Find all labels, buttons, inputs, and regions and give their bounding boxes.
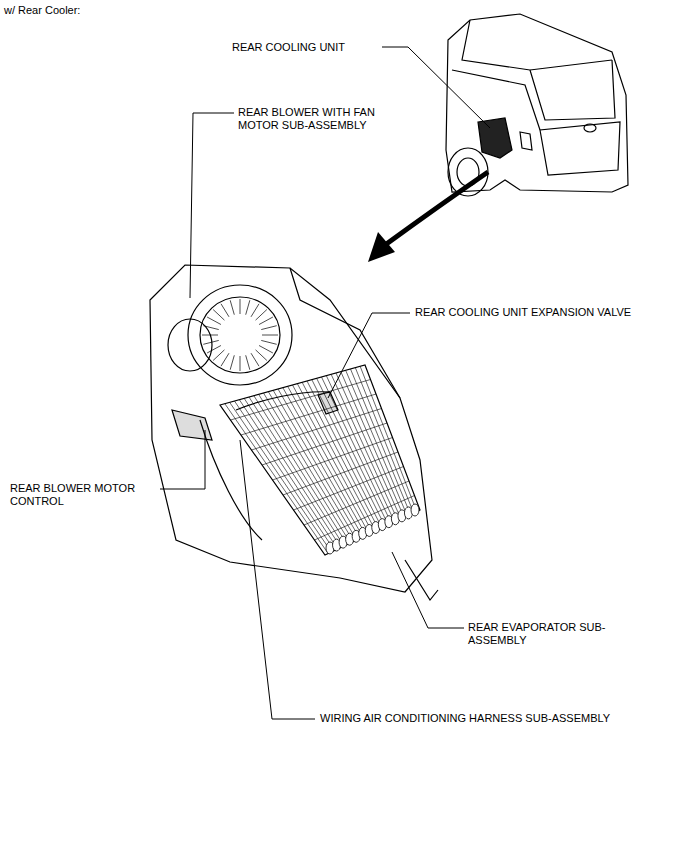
fan-blade xyxy=(256,350,267,361)
vehicle-body xyxy=(446,14,628,192)
blower-motor xyxy=(168,319,212,371)
vehicle-outline xyxy=(446,14,628,196)
fin-line xyxy=(262,423,387,465)
leader-lines xyxy=(160,47,490,719)
tube-end xyxy=(411,504,419,516)
fan-blades xyxy=(202,299,278,371)
rear-window xyxy=(530,60,615,120)
part-label: WIRING AIR CONDITIONING HARNESS SUB-ASSE… xyxy=(320,712,610,725)
part-label: REAR COOLING UNIT EXPANSION VALVE xyxy=(415,306,631,319)
fan-blade xyxy=(261,340,276,344)
cooling-unit xyxy=(150,265,438,600)
location-arrow xyxy=(385,172,488,245)
fan-blade xyxy=(246,355,250,369)
fan-blade xyxy=(203,326,218,330)
fan-blade xyxy=(207,346,221,354)
heading: w/ Rear Cooler: xyxy=(4,4,80,17)
fan-blade xyxy=(261,326,276,330)
leader-line xyxy=(160,430,205,489)
fan-blade xyxy=(230,300,234,314)
fin-line xyxy=(273,438,393,481)
cooling-unit-location xyxy=(478,118,512,158)
tailgate xyxy=(540,122,620,175)
fan-blade xyxy=(213,350,224,361)
blower-fan xyxy=(200,297,280,373)
fin-line xyxy=(315,496,415,541)
fan-blade xyxy=(221,304,229,317)
unit-duct xyxy=(405,560,438,600)
vehicle-roof-line xyxy=(462,20,612,70)
part-label: REAR EVAPORATOR SUB-ASSEMBLY xyxy=(468,621,613,647)
fin-line xyxy=(294,467,404,511)
fan-blade xyxy=(246,300,250,314)
evaporator-tubes xyxy=(326,504,419,554)
fin-line xyxy=(283,452,398,495)
evaporator-fins xyxy=(225,366,417,553)
leader-line xyxy=(328,313,410,398)
fan-blade xyxy=(221,353,229,366)
fan-blade xyxy=(202,335,218,336)
leader-line xyxy=(382,47,490,128)
location-arrowhead xyxy=(368,232,395,262)
fin-line xyxy=(304,481,409,525)
tail-lamp xyxy=(520,132,532,150)
emblem xyxy=(584,124,596,132)
part-label: REAR COOLING UNIT xyxy=(232,41,345,54)
fan-blade xyxy=(251,304,259,317)
fan-blade xyxy=(230,355,234,369)
unit-housing xyxy=(150,265,432,592)
leader-line xyxy=(240,440,315,719)
fan-blade xyxy=(203,340,218,344)
fan-blade xyxy=(259,317,273,325)
fin-line xyxy=(252,409,382,451)
leader-line xyxy=(392,552,464,628)
leader-line xyxy=(190,113,234,298)
fan-blade xyxy=(240,356,241,371)
blower-housing xyxy=(188,285,292,385)
fan-blade xyxy=(207,317,221,325)
fan-blade xyxy=(251,353,259,366)
fan-blade xyxy=(259,346,273,354)
fan-blade xyxy=(213,310,224,321)
fan-blade xyxy=(240,299,241,314)
fin-line xyxy=(231,380,371,421)
fan-blade xyxy=(256,310,267,321)
part-label: REAR BLOWER MOTOR CONTROL xyxy=(10,482,140,508)
blower-motor-control xyxy=(172,410,212,440)
fin-line xyxy=(241,394,376,435)
fan-blade xyxy=(262,335,278,336)
part-label: REAR BLOWER WITH FAN MOTOR SUB-ASSEMBLY xyxy=(238,106,388,132)
